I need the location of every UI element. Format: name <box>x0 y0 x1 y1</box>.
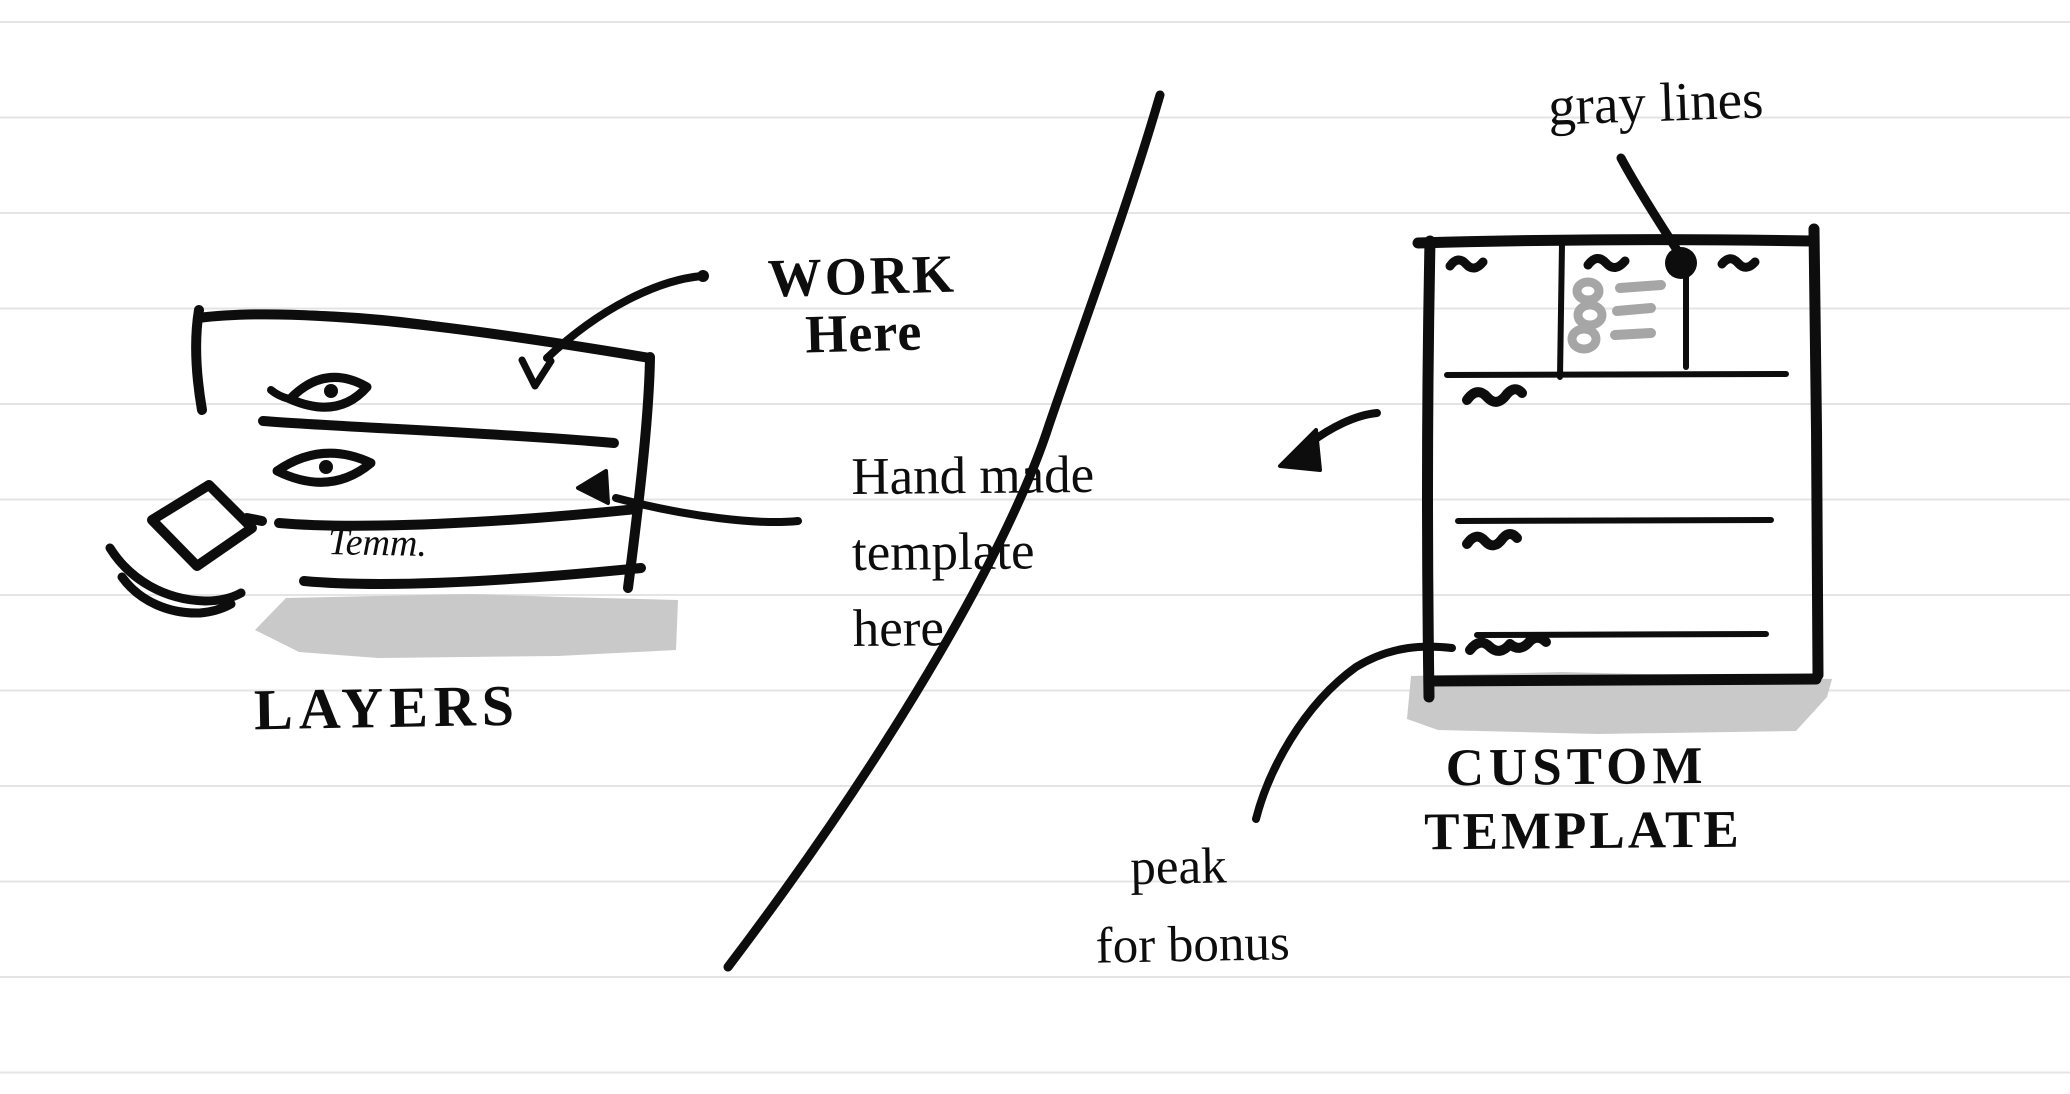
template-highlighter-bar <box>1407 672 1832 734</box>
header-divider-vertical-1 <box>1557 241 1565 380</box>
work-here-line2: Here <box>804 301 923 365</box>
hand-made-annotation: Hand made template here <box>851 437 1096 667</box>
layers-highlighter-bar <box>255 594 678 658</box>
template-top-edge <box>1412 234 1818 249</box>
stack-stroke-2 <box>117 572 236 618</box>
pointer-dot <box>1665 247 1697 279</box>
arrow-tail <box>543 272 706 362</box>
custom-template-line2: TEMPLATE <box>1424 800 1743 862</box>
peak-pointer-curve <box>1252 642 1456 823</box>
row-separator-2 <box>274 504 642 531</box>
hand-made-label-arrow <box>1278 409 1381 472</box>
gray-bullet-circle <box>1572 277 1604 305</box>
highlighter-marks <box>255 594 1832 734</box>
layers-caption: LAYERS <box>253 672 521 743</box>
gray-bullet-dash <box>1615 280 1666 293</box>
template-right-edge <box>1808 223 1824 681</box>
panel-bottom-edge <box>299 563 646 590</box>
eye-visibility-icon-row2 <box>272 448 376 487</box>
peak-line2: for bonus <box>1095 915 1291 975</box>
template-bottom-edge <box>1423 673 1822 687</box>
template-hline-3 <box>1474 631 1769 638</box>
arrowhead-left <box>576 469 610 505</box>
eye-icon-pupil <box>319 460 333 474</box>
work-here-arrow <box>518 270 709 390</box>
work-here-line1: WORK <box>766 243 958 309</box>
gray-bullet-dash <box>1610 328 1656 340</box>
squiggle <box>1583 254 1630 272</box>
pointer-curve <box>1616 153 1682 255</box>
work-here-annotation: WORK Here <box>747 243 980 365</box>
hand-made-line2: template <box>851 522 1035 583</box>
gray-bullet-list <box>1567 277 1666 354</box>
row-separator-1 <box>258 416 619 448</box>
hand-made-panel-arrow <box>576 469 802 526</box>
peak-for-bonus-annotation: peak for bonus <box>1094 826 1291 985</box>
gray-lines-annotation: gray lines <box>1546 68 1765 137</box>
squiggle <box>1717 254 1760 272</box>
custom-template-sketch <box>1412 223 1824 703</box>
squiggle <box>1462 529 1522 551</box>
eye-icon-outline <box>272 448 376 487</box>
panel-left-edge <box>191 305 207 415</box>
squiggle-text-marks <box>1445 254 1760 656</box>
layers-panel-sketch <box>105 305 655 618</box>
squiggle <box>1465 632 1551 656</box>
panel-right-edge <box>623 352 655 593</box>
template-left-edge <box>1422 235 1436 703</box>
template-hline-1 <box>1444 371 1789 378</box>
layer-row-text: Temm. <box>327 521 428 565</box>
eye-icon-lash <box>267 386 293 403</box>
arrowhead-downleft <box>1278 428 1322 472</box>
custom-template-line1: CUSTOM <box>1445 736 1708 798</box>
eye-visibility-icon-row1 <box>267 372 372 412</box>
hand-made-line3: here <box>852 599 945 659</box>
eye-icon-outline <box>285 372 372 412</box>
gray-bullet-dash <box>1612 303 1656 316</box>
panel-top-edge-overdraw <box>212 310 472 334</box>
custom-template-caption: CUSTOM TEMPLATE <box>1423 736 1743 862</box>
gray-bullet-circle <box>1573 300 1607 330</box>
hand-made-line1: Hand made <box>851 445 1095 507</box>
diamond-outline <box>147 480 257 571</box>
peak-line1: peak <box>1129 838 1228 897</box>
diagonal-divider-stroke <box>723 90 1165 972</box>
template-hline-2 <box>1455 517 1774 524</box>
gray-lines-pointer <box>1616 153 1697 279</box>
squiggle <box>1462 384 1527 407</box>
arrowhead-down <box>518 356 555 390</box>
diamond-stack-icon <box>105 480 257 618</box>
squiggle <box>1445 255 1488 273</box>
eye-icon-pupil <box>324 384 338 398</box>
stack-stroke-1 <box>105 543 246 606</box>
arrow-tail <box>1306 409 1381 447</box>
arrow-tail <box>612 494 802 526</box>
gray-bullet-circle <box>1567 324 1601 354</box>
